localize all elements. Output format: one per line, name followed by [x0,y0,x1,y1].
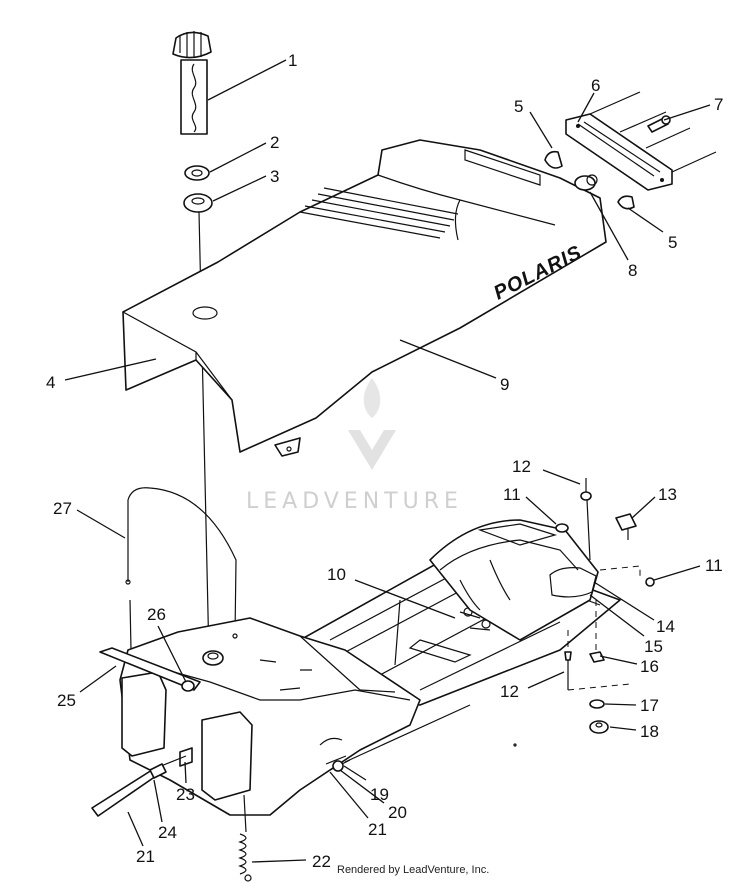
washer-17 [589,699,605,709]
watermark: LEADVENTURE [246,378,463,514]
callout-20: 20 [388,803,407,822]
watermark-text: LEADVENTURE [246,489,463,514]
callout-4: 4 [46,373,55,392]
callout-15: 15 [644,637,663,656]
dot-marker [513,743,517,747]
cable-end [125,579,131,585]
seat-cover: POLARIS [122,139,607,457]
assembly-line-13 [599,565,641,578]
callout-23: 23 [176,785,195,804]
cable-27 [127,487,237,637]
fuel-line-21 [91,763,167,817]
callout-7: 7 [714,95,723,114]
callout-21-right: 21 [368,820,387,839]
callout-12-lower: 12 [500,682,519,701]
callout-25: 25 [57,691,76,710]
callout-5-upper: 5 [514,97,523,116]
bulb-5-upper [544,150,563,169]
leader-lines [64,59,711,863]
callout-17: 17 [640,696,659,715]
socket-8 [574,174,598,191]
fuel-cap [172,31,212,135]
render-credit: Rendered by LeadVenture, Inc. [337,864,490,876]
callout-9: 9 [500,375,509,394]
fuel-line-outlet [325,704,471,772]
fuel-tank [119,617,421,816]
nut-11-right [645,577,655,587]
callout-6: 6 [591,76,600,95]
callout-14: 14 [656,617,675,636]
callout-11-left: 11 [503,485,521,504]
screw-12-lower [564,651,572,690]
storage-box [429,519,599,641]
bulb-5-lower [617,195,635,210]
grommet-3 [183,193,213,213]
clip-16 [589,651,605,663]
callout-19: 19 [370,785,389,804]
callout-11-right: 11 [705,556,723,575]
assembly-line-cable [129,599,132,651]
callout-1: 1 [288,51,297,70]
spring-22 [238,794,252,882]
callout-3: 3 [270,167,279,186]
callout-13: 13 [658,485,677,504]
fitting-26 [181,680,195,692]
nut-11-left [555,523,569,533]
callout-2: 2 [270,133,279,152]
assembly-line-12 [586,499,591,561]
strap-25 [99,647,201,691]
callout-27: 27 [53,499,72,518]
callouts: 1 2 3 4 5 5 6 7 8 9 10 11 11 12 12 13 14… [46,51,723,871]
callout-26: 26 [147,605,166,624]
callout-8: 8 [628,261,637,280]
screw-12-upper [580,478,592,501]
assembly-line-12b [567,683,631,691]
callout-12-upper: 12 [512,457,531,476]
nut-18 [589,720,609,734]
callout-22: 22 [312,852,331,871]
clip-13 [615,513,637,540]
grommet-2 [184,165,210,181]
callout-24: 24 [158,823,177,842]
taillight-lens [565,91,717,191]
callout-18: 18 [640,722,659,741]
callout-10: 10 [327,565,346,584]
callout-5-lower: 5 [668,233,677,252]
callout-21-left: 21 [136,847,155,866]
callout-16: 16 [640,657,659,676]
